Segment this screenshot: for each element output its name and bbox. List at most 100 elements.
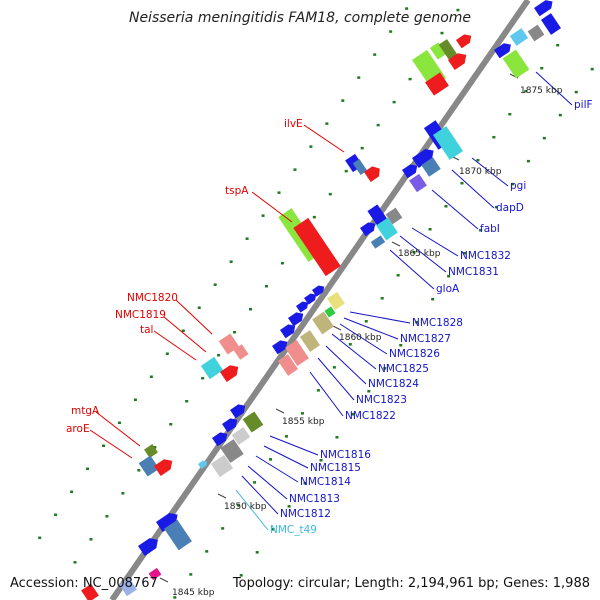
gene-block[interactable] bbox=[119, 577, 137, 597]
leader-line bbox=[255, 455, 299, 483]
gene-arrow[interactable] bbox=[198, 459, 209, 469]
leader-line bbox=[317, 357, 355, 401]
frame-dot bbox=[463, 251, 467, 255]
frame-dot bbox=[412, 251, 416, 254]
gene-arrow[interactable] bbox=[220, 362, 242, 382]
frame-dot bbox=[332, 366, 336, 369]
gene-arrow[interactable] bbox=[304, 291, 318, 305]
gene-block[interactable] bbox=[429, 42, 447, 60]
leader-line bbox=[451, 169, 495, 209]
gene-arrow[interactable] bbox=[222, 416, 240, 433]
gene-arrow[interactable] bbox=[412, 146, 437, 168]
leader-line bbox=[163, 316, 207, 353]
gene-block[interactable] bbox=[293, 217, 341, 277]
gene-label[interactable]: NMC_t49 bbox=[270, 524, 317, 536]
gene-arrow[interactable] bbox=[138, 535, 161, 556]
gene-label[interactable]: NMC1825 bbox=[378, 363, 429, 375]
gene-block[interactable] bbox=[299, 330, 321, 352]
gene-block[interactable] bbox=[81, 583, 99, 600]
gene-label[interactable]: tspA bbox=[225, 185, 249, 197]
gene-label[interactable]: NMC1823 bbox=[356, 394, 407, 406]
gene-arrow[interactable] bbox=[212, 430, 230, 447]
gene-arrow[interactable] bbox=[360, 220, 378, 237]
gene-block[interactable] bbox=[277, 354, 299, 376]
gene-block[interactable] bbox=[231, 427, 251, 445]
gene-label[interactable]: NMC1824 bbox=[368, 378, 419, 390]
gene-NMC1820[interactable] bbox=[218, 333, 240, 355]
gene-block[interactable] bbox=[421, 157, 441, 177]
gene-label[interactable]: fabI bbox=[480, 223, 500, 235]
gene-aroE[interactable] bbox=[138, 455, 160, 477]
gene-label[interactable]: pgi bbox=[510, 180, 526, 192]
gene-block[interactable] bbox=[164, 519, 192, 551]
gene-arrow[interactable] bbox=[296, 299, 310, 313]
gene-arrow[interactable] bbox=[534, 0, 555, 17]
frame-dot bbox=[173, 596, 177, 599]
gene-arrow[interactable] bbox=[230, 402, 248, 419]
gene-label[interactable]: gloA bbox=[436, 283, 460, 295]
frame-dot bbox=[89, 538, 93, 541]
gene-arrow[interactable] bbox=[154, 456, 176, 476]
gene-label[interactable]: NMC1827 bbox=[400, 333, 451, 345]
frame-dot bbox=[428, 228, 432, 231]
gene-block[interactable] bbox=[327, 291, 345, 311]
gene-arrow[interactable] bbox=[364, 164, 383, 182]
gene-label[interactable]: NMC1816 bbox=[320, 449, 371, 461]
leader-line bbox=[431, 189, 479, 230]
gene-label[interactable]: NMC1812 bbox=[280, 508, 331, 520]
gene-NMC1819[interactable] bbox=[233, 344, 249, 360]
gene-block[interactable] bbox=[540, 13, 562, 35]
gene-arrow[interactable] bbox=[288, 310, 306, 327]
gene-label[interactable]: NMC1813 bbox=[289, 493, 340, 505]
gene-arrow[interactable] bbox=[280, 322, 298, 339]
gene-label[interactable]: NMC1820 bbox=[127, 292, 178, 304]
gene-block[interactable] bbox=[432, 126, 464, 160]
gene-label[interactable]: mtgA bbox=[71, 405, 100, 417]
gene-arrow[interactable] bbox=[402, 162, 420, 179]
gene-arrow[interactable] bbox=[312, 283, 326, 297]
gene-block[interactable] bbox=[502, 49, 530, 79]
gene-label[interactable]: NMC1831 bbox=[448, 266, 499, 278]
gene-label[interactable]: tal bbox=[140, 324, 153, 336]
gene-label[interactable]: NMC1828 bbox=[412, 317, 463, 329]
gene-mtgA[interactable] bbox=[144, 444, 158, 458]
gene-block[interactable] bbox=[285, 339, 309, 367]
gene-label[interactable]: NMC1819 bbox=[115, 309, 166, 321]
gene-block[interactable] bbox=[425, 72, 449, 96]
gene-label[interactable]: pilF bbox=[574, 99, 593, 111]
gene-block[interactable] bbox=[509, 28, 529, 46]
gene-block[interactable] bbox=[376, 217, 398, 241]
gene-block[interactable] bbox=[409, 173, 427, 193]
gene-label[interactable]: aroE bbox=[66, 423, 90, 435]
gene-arrow[interactable] bbox=[494, 40, 514, 59]
gene-label[interactable]: NMC1832 bbox=[460, 250, 511, 262]
gene-label[interactable]: NMC1826 bbox=[389, 348, 440, 360]
gene-block[interactable] bbox=[210, 454, 234, 478]
gene-label[interactable]: ilvE bbox=[284, 118, 303, 130]
gene-block[interactable] bbox=[370, 235, 386, 249]
frame-dot bbox=[181, 329, 185, 332]
gene-arrow[interactable] bbox=[448, 50, 470, 70]
gene-block[interactable] bbox=[385, 207, 403, 225]
gene-block[interactable] bbox=[148, 567, 162, 581]
gene-arrow[interactable] bbox=[456, 32, 474, 49]
gene-arrow[interactable] bbox=[272, 338, 290, 355]
gene-block[interactable] bbox=[527, 24, 545, 42]
gene-block[interactable] bbox=[324, 306, 336, 318]
gene-arrow[interactable] bbox=[156, 510, 181, 532]
gene-label[interactable]: NMC1814 bbox=[300, 476, 351, 488]
gene-block[interactable] bbox=[242, 411, 264, 433]
gene-block[interactable] bbox=[352, 158, 368, 176]
gene-block[interactable] bbox=[312, 311, 334, 335]
leader-line bbox=[251, 191, 293, 223]
leader-line bbox=[263, 445, 309, 469]
gene-label[interactable]: NMC1815 bbox=[310, 462, 361, 474]
leader-line bbox=[175, 299, 213, 335]
frame-dot bbox=[542, 136, 546, 140]
gene-tal[interactable] bbox=[200, 356, 224, 380]
frame-dot bbox=[293, 168, 297, 171]
gene-label[interactable]: NMC1822 bbox=[345, 410, 396, 422]
gene-block[interactable] bbox=[220, 439, 244, 463]
gene-label[interactable]: dapD bbox=[496, 202, 524, 214]
